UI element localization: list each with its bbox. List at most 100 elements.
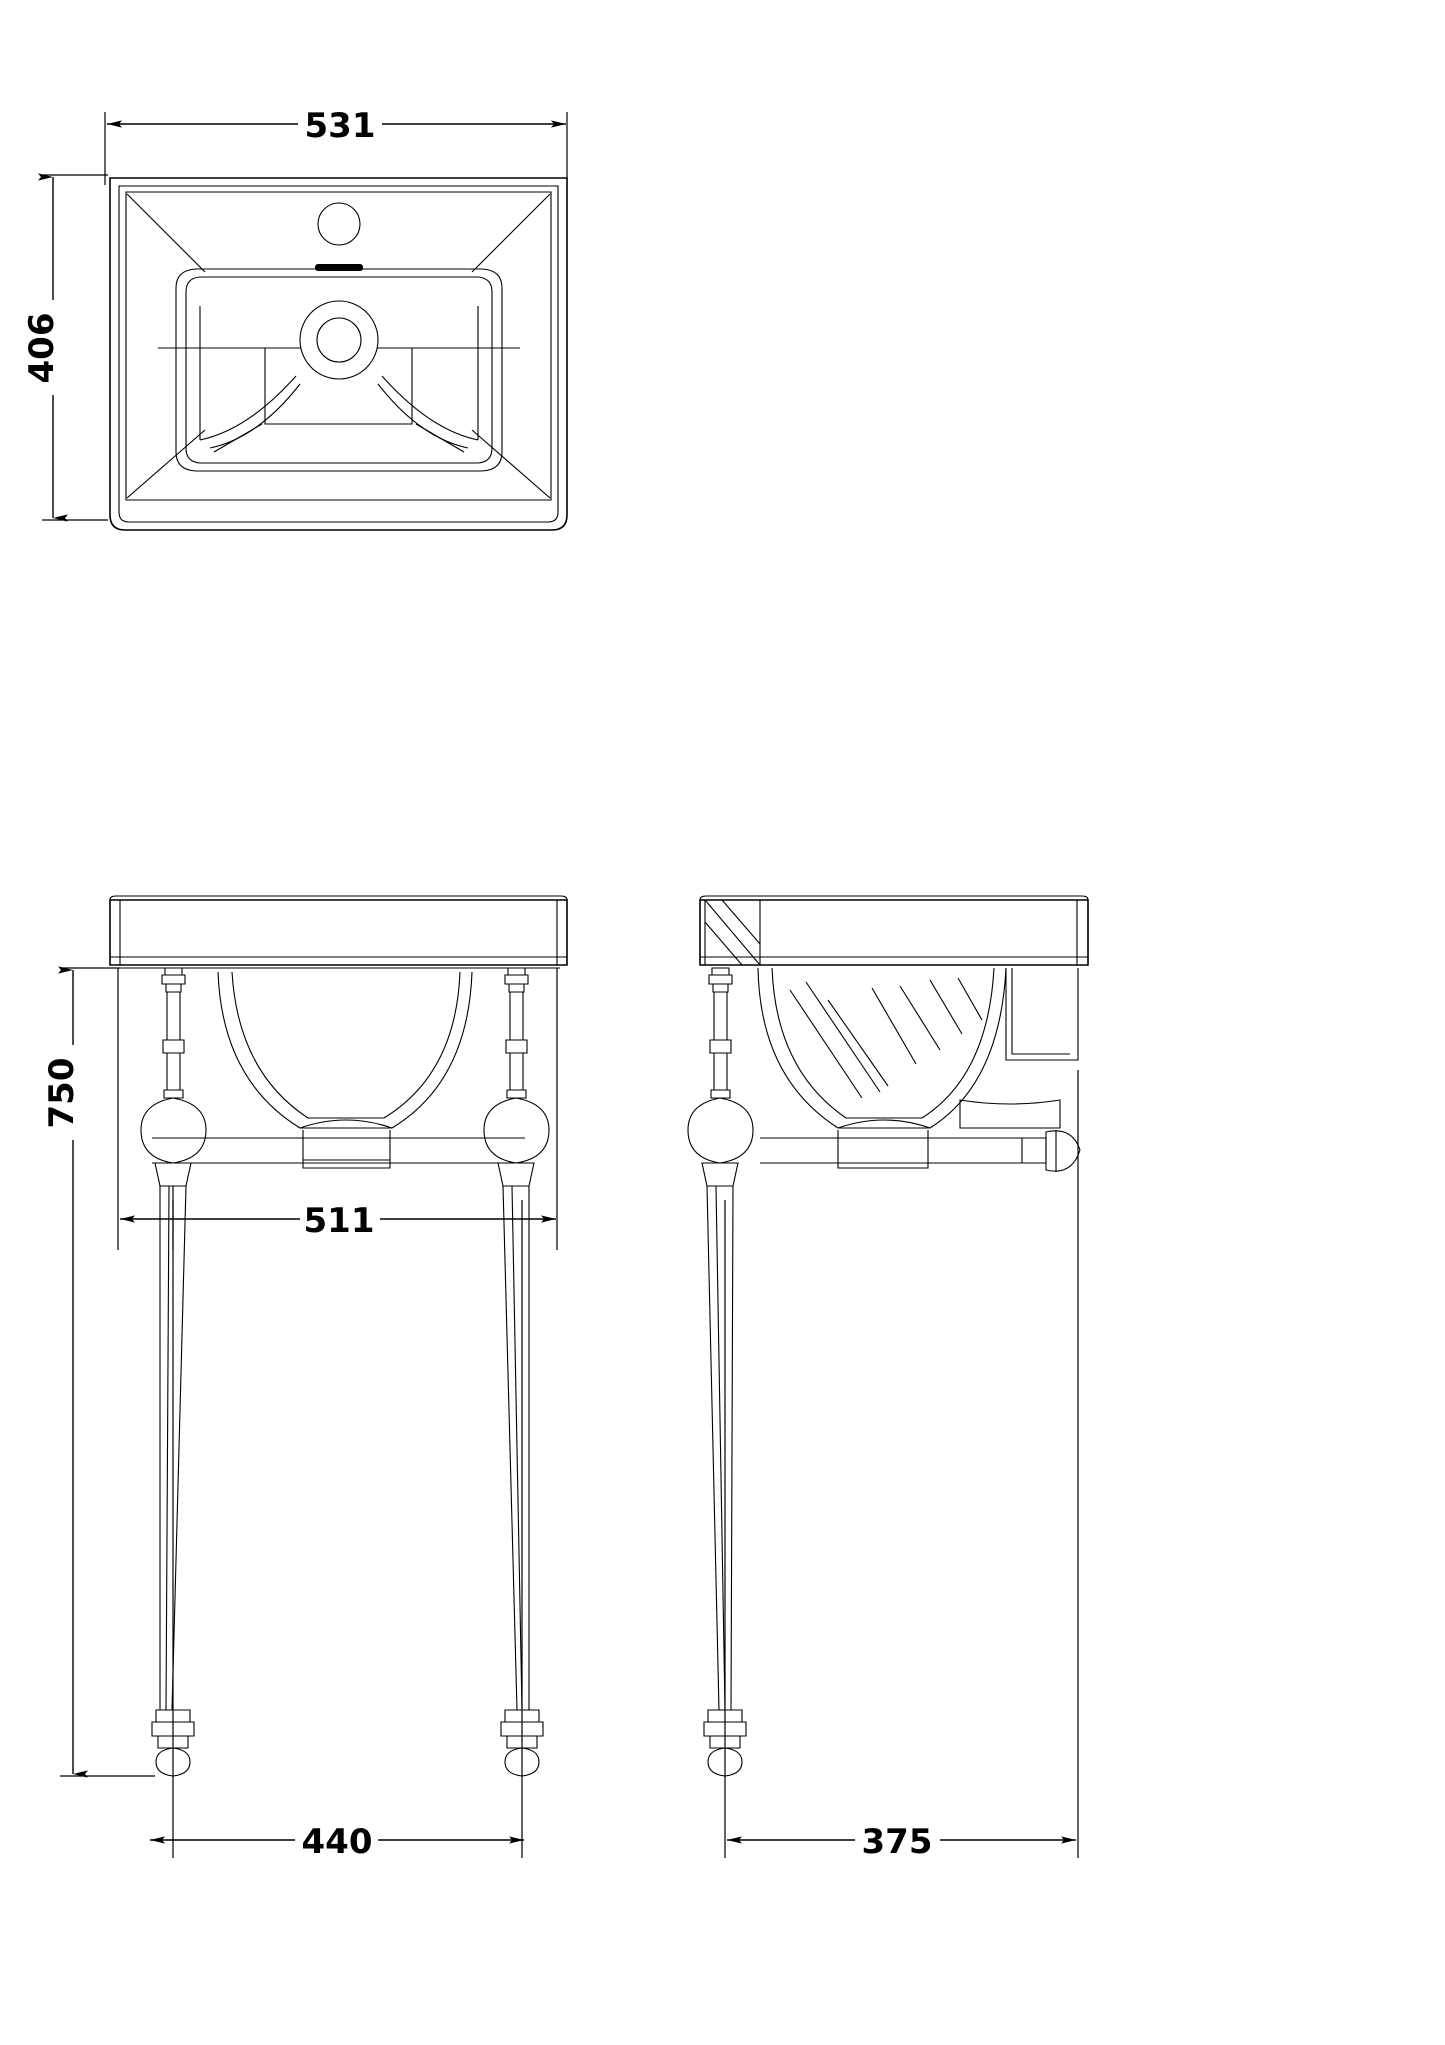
side-leg-foot-ring3 [709,1735,741,1749]
side-rear-hatch3 [721,899,761,945]
plan-bowl-inner [185,276,493,464]
front-elevation-view: 511 750 440 [42,895,568,1862]
plan-counter-outline [109,177,568,531]
side-rail-finial [1045,1130,1081,1172]
side-rail-joint [1021,1137,1047,1164]
right-leg-upper-shaft [509,991,524,1041]
left-leg-bulb [140,1097,207,1164]
left-leg-foot-ring3 [157,1735,189,1749]
side-leg-mid-shaft [713,1052,728,1091]
front-waste-trap [302,1130,391,1169]
side-leg-ring [709,1039,732,1054]
plan-corner-diag-br [471,429,551,499]
left-leg-shaft-line [165,1185,170,1711]
right-leg-foot-ring3 [506,1735,538,1749]
right-leg-ring [505,1039,528,1054]
side-leg-ring2 [710,1089,731,1099]
plan-sweep-left-2 [209,383,301,449]
plan-tap-hole-icon [317,202,361,246]
right-leg-collar1 [504,974,529,985]
plan-corner-diag-bl [126,429,206,499]
front-counter-top-edge [109,895,568,901]
plan-corner-diag-tr [471,193,551,273]
front-basin-underside [217,971,473,1129]
side-basin-section-inner [771,967,995,1119]
side-leg-shaft-line [715,1185,726,1711]
right-leg-taper-top [497,1162,535,1187]
side-waste-trap [837,1130,929,1169]
right-leg-cap [507,967,526,976]
side-leg-cap [711,967,730,976]
plan-sweep-join-l [213,423,263,453]
left-leg-taper-top [154,1162,192,1187]
side-leg [687,967,754,1777]
plan-counter-inner-edge [118,185,559,523]
side-leg-foot-ring2 [703,1721,747,1737]
dim-front-leg-centres-label: 440 [302,1822,373,1862]
side-hatch-a [789,989,863,1099]
dim-front-console-width-label: 511 [304,1201,375,1241]
left-leg-collar1 [161,974,186,985]
dim-front-console-width: 511 [120,1201,556,1241]
side-leg-collar2 [712,983,729,993]
side-hatch-c [827,999,889,1087]
right-leg-shaft [502,1185,530,1711]
side-hatch-d [871,987,917,1065]
side-leg-upper-shaft [713,991,728,1041]
plan-sweep-left [199,375,297,441]
plan-bowl-outline [175,268,503,472]
left-leg-ring2 [163,1089,184,1099]
side-leg-bulb [687,1097,754,1164]
plan-corner-diag-tl [126,193,206,273]
side-rear-hatch1 [704,899,761,966]
dim-front-height: 750 [42,966,88,1778]
side-hatch-e [899,985,941,1051]
side-shelf-inner [1011,968,1070,1055]
dim-front-height-label: 750 [42,1058,82,1129]
side-rear-hatch2 [704,921,743,966]
front-basin-base-curve [299,1119,393,1129]
plan-waste-inner-icon [316,317,362,363]
left-leg-collar2 [165,983,182,993]
dim-plan-depth-label: 406 [22,313,62,384]
plan-view: 531 406 [22,106,568,531]
plan-sweep-join-r [415,423,465,453]
side-shelf-return [1005,968,1079,1061]
right-leg-foot-ring2 [500,1721,544,1737]
front-right-leg [483,967,550,1777]
plan-overflow-slot-icon [315,264,363,271]
side-elevation-view: 375 [687,895,1089,1862]
side-hatch-b [805,981,881,1093]
left-leg-mid-shaft [166,1052,181,1091]
front-left-leg [140,967,207,1777]
front-counter-slab [109,899,568,966]
side-basin-section [757,967,1007,1129]
right-leg-collar2 [508,983,525,993]
side-basin-base-curve [837,1119,931,1129]
side-hatch-f [929,979,963,1035]
right-leg-mid-shaft [509,1052,524,1091]
plan-sweep-right [381,375,479,441]
dim-front-leg-centres: 440 [150,1822,524,1862]
side-leg-collar1 [708,974,733,985]
plan-waste-recess [264,348,413,425]
left-leg-cap [164,967,183,976]
right-leg-bulb [483,1097,550,1164]
side-hatch-g [957,977,983,1021]
right-leg-shaft-line [511,1185,523,1711]
dim-plan-width-label: 531 [305,106,376,146]
side-rear-foot-block [959,1099,1061,1129]
dim-side-depth: 375 [727,1822,1076,1862]
front-basin-underside-inner [231,971,461,1119]
right-leg-ring2 [506,1089,527,1099]
dim-plan-width: 531 [107,106,566,146]
dim-side-depth-label: 375 [862,1822,933,1862]
side-counter-top-edge [699,895,1089,901]
left-leg-foot-ring2 [151,1721,195,1737]
side-counter-slab [699,899,1089,966]
plan-sweep-right-2 [377,383,469,449]
dim-plan-depth: 406 [22,173,68,522]
left-leg-upper-shaft [166,991,181,1041]
